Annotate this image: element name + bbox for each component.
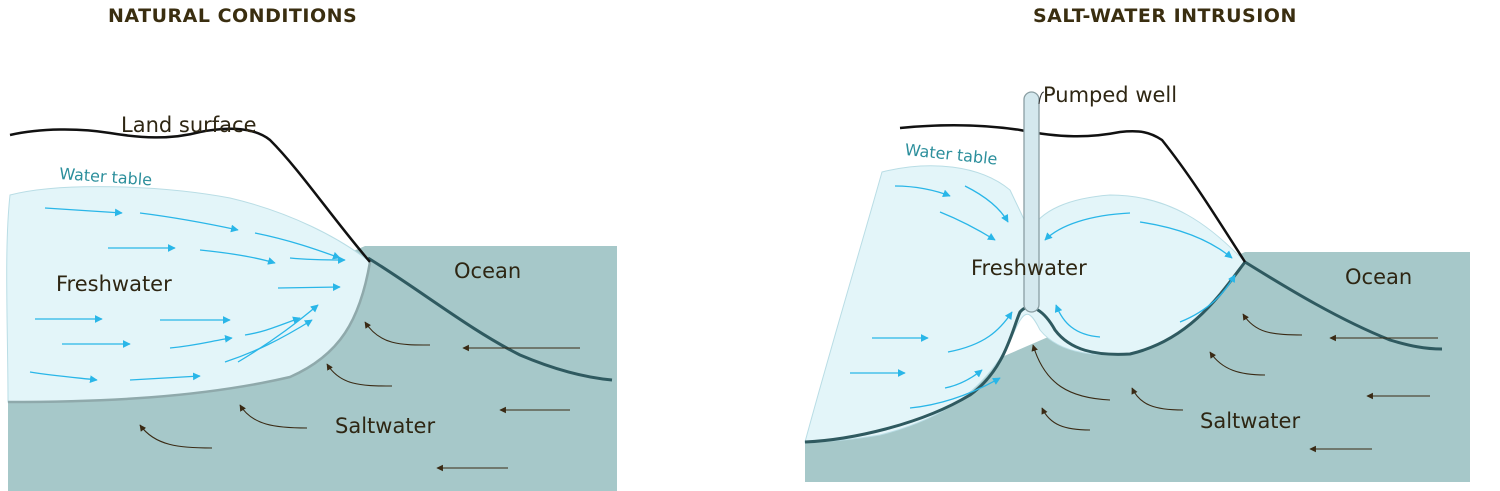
fresh-arrow [289, 256, 346, 264]
fresh-arrow [964, 185, 1009, 223]
fresh-arrow [944, 369, 983, 389]
saltwater-label: Saltwater [1200, 409, 1301, 433]
natural-conditions-title: NATURAL CONDITIONS [108, 5, 358, 27]
fresh-arrow [1044, 212, 1131, 241]
fresh-arrow [129, 372, 201, 381]
fresh-salt-interface [7, 261, 372, 404]
intrusion-panel [804, 91, 1470, 482]
fresh-arrow [894, 185, 951, 198]
salt-arrow [364, 321, 431, 346]
fresh-arrow [909, 377, 1001, 409]
land-surface-line [899, 123, 1247, 263]
freshwater-flow-arrows [29, 207, 346, 384]
salt-arrow [1031, 344, 1111, 401]
fresh-arrow [29, 371, 98, 384]
salt-arrow [1131, 387, 1184, 411]
well-callout-line [1038, 91, 1045, 105]
fresh-arrow [1054, 304, 1101, 338]
salt-arrow [326, 363, 393, 387]
fresh-arrow [199, 249, 276, 265]
natural-panel [6, 127, 617, 491]
saltwater-label: Saltwater [335, 414, 436, 438]
fresh-arrow [254, 232, 341, 260]
saltwater-flow-arrows [139, 321, 580, 472]
freshwater-flow-arrows [850, 185, 1236, 409]
seafloor-line [367, 256, 613, 382]
ocean-label: Ocean [1345, 265, 1413, 289]
salt-arrow [1041, 407, 1091, 431]
fresh-arrow [169, 334, 233, 349]
pumped-well [1023, 91, 1045, 313]
seafloor-line [1244, 260, 1443, 351]
fresh-arrow [1179, 274, 1236, 323]
saltwater-flow-arrows [1031, 313, 1438, 453]
salt-arrow [1209, 351, 1266, 376]
saltwater-body [8, 246, 617, 491]
fresh-arrow [244, 316, 301, 336]
fresh-arrow [237, 304, 319, 363]
land-surface-line [9, 127, 371, 263]
salt-arrow [239, 404, 308, 429]
salt-water-intrusion-title: SALT-WATER INTRUSION [1033, 5, 1297, 27]
fresh-arrow [44, 207, 123, 217]
land-surface-label: Land surface [121, 113, 257, 137]
fresh-arrow [939, 211, 996, 241]
fresh-arrow [224, 319, 313, 363]
fresh-arrow [277, 283, 341, 292]
freshwater-label: Freshwater [56, 272, 172, 296]
fresh-arrow [139, 212, 239, 233]
pumped-well-label: Pumped well [1043, 83, 1178, 107]
salt-arrow [1242, 313, 1303, 336]
fresh-arrow [1139, 221, 1233, 259]
fresh-arrow [947, 311, 1013, 353]
saltwater-body [805, 252, 1470, 482]
well-casing [1023, 91, 1040, 313]
ocean-label: Ocean [454, 259, 522, 283]
freshwater-label: Freshwater [971, 256, 1087, 280]
salt-arrow [139, 424, 213, 449]
